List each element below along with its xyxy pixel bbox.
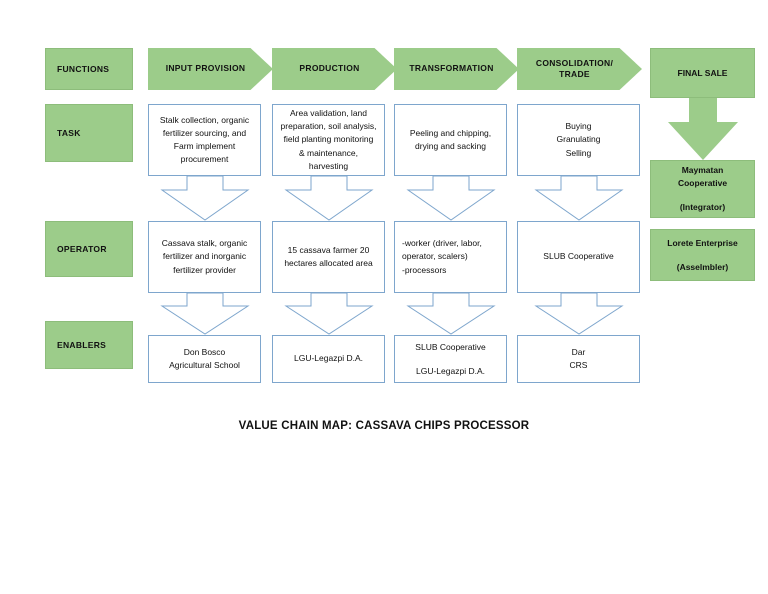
final-sale-down-arrow-icon: [668, 98, 738, 160]
connector-arrow-operator-to-enabler-consolidation-trade: [534, 292, 624, 335]
connector-arrow-task-to-operator-consolidation-trade: [534, 175, 624, 221]
final-sale-actor-maymatan-text: Maymatan Cooperative (Integrator): [677, 165, 728, 213]
operator-box-transformation-text: -worker (driver, labor, operator, scaler…: [402, 238, 482, 275]
row-label-enablers: ENABLERS: [45, 321, 133, 369]
task-box-consolidation-trade-text: Buying Granulating Selling: [556, 121, 601, 158]
enabler-box-consolidation-trade-text: Dar CRS: [569, 346, 588, 370]
row-label-enablers-text: ENABLERS: [57, 340, 107, 350]
function-stage-production: PRODUCTION: [272, 48, 397, 90]
enabler-box-input-provision: Don Bosco Agricultural School: [148, 335, 261, 383]
task-box-input-provision: Stalk collection, organic fertilizer sou…: [148, 104, 261, 176]
connector-arrow-operator-to-enabler-transformation: [406, 292, 496, 335]
operator-box-production-text: 15 cassava farmer 20 hectares allocated …: [284, 244, 373, 268]
final-sale-actor-lorete: Lorete Enterprise (Asselmbler): [650, 229, 755, 281]
task-box-transformation-text: Peeling and chipping, drying and sacking: [409, 127, 492, 151]
row-label-functions: FUNCTIONS: [45, 48, 133, 90]
connector-arrow-operator-to-enabler-production: [284, 292, 374, 335]
connector-arrow-operator-to-enabler-input-provision: [160, 292, 250, 335]
connector-arrow-task-to-operator-transformation: [406, 175, 496, 221]
function-stage-input-provision-label: INPUT PROVISION: [165, 63, 246, 74]
task-box-production: Area validation, land preparation, soil …: [272, 104, 385, 176]
function-stage-final-sale-label: FINAL SALE: [677, 67, 728, 78]
function-stage-production-label: PRODUCTION: [299, 63, 360, 74]
connector-arrow-task-to-operator-input-provision: [160, 175, 250, 221]
function-stage-transformation: TRANSFORMATION: [394, 48, 519, 90]
task-box-input-provision-text: Stalk collection, organic fertilizer sou…: [159, 114, 250, 165]
operator-box-input-provision: Cassava stalk, organic fertilizer and in…: [148, 221, 261, 293]
final-sale-actor-lorete-text: Lorete Enterprise (Asselmbler): [667, 237, 738, 273]
enabler-box-production: LGU-Legazpi D.A.: [272, 335, 385, 383]
function-stage-input-provision: INPUT PROVISION: [148, 48, 273, 90]
row-label-operator: OPERATOR: [45, 221, 133, 277]
row-label-functions-text: FUNCTIONS: [57, 64, 110, 74]
function-stage-consolidation-trade: CONSOLIDATION/ TRADE: [517, 48, 642, 90]
function-stage-transformation-label: TRANSFORMATION: [409, 63, 494, 74]
row-label-task-text: TASK: [57, 128, 81, 138]
diagram-caption: VALUE CHAIN MAP: CASSAVA CHIPS PROCESSOR: [0, 420, 768, 432]
row-label-task: TASK: [45, 104, 133, 162]
enabler-box-input-provision-text: Don Bosco Agricultural School: [169, 346, 240, 370]
function-stage-final-sale: FINAL SALE: [650, 48, 755, 98]
diagram-caption-text: VALUE CHAIN MAP: CASSAVA CHIPS PROCESSOR: [238, 420, 530, 432]
function-stage-consolidation-trade-label: CONSOLIDATION/ TRADE: [535, 57, 614, 79]
task-box-production-text: Area validation, land preparation, soil …: [280, 108, 377, 171]
enabler-box-transformation: SLUB Cooperative LGU-Legazpi D.A.: [394, 335, 507, 383]
task-box-consolidation-trade: Buying Granulating Selling: [517, 104, 640, 176]
final-sale-actor-maymatan: Maymatan Cooperative (Integrator): [650, 160, 755, 218]
operator-box-transformation: -worker (driver, labor, operator, scaler…: [394, 221, 507, 293]
enabler-box-consolidation-trade: Dar CRS: [517, 335, 640, 383]
operator-box-consolidation-trade-text: SLUB Cooperative: [543, 251, 614, 262]
connector-arrow-task-to-operator-production: [284, 175, 374, 221]
row-label-operator-text: OPERATOR: [57, 244, 107, 254]
operator-box-production: 15 cassava farmer 20 hectares allocated …: [272, 221, 385, 293]
operator-box-consolidation-trade: SLUB Cooperative: [517, 221, 640, 293]
enabler-box-transformation-text: SLUB Cooperative LGU-Legazpi D.A.: [415, 341, 486, 377]
task-box-transformation: Peeling and chipping, drying and sacking: [394, 104, 507, 176]
enabler-box-production-text: LGU-Legazpi D.A.: [294, 353, 363, 364]
operator-box-input-provision-text: Cassava stalk, organic fertilizer and in…: [161, 238, 248, 275]
